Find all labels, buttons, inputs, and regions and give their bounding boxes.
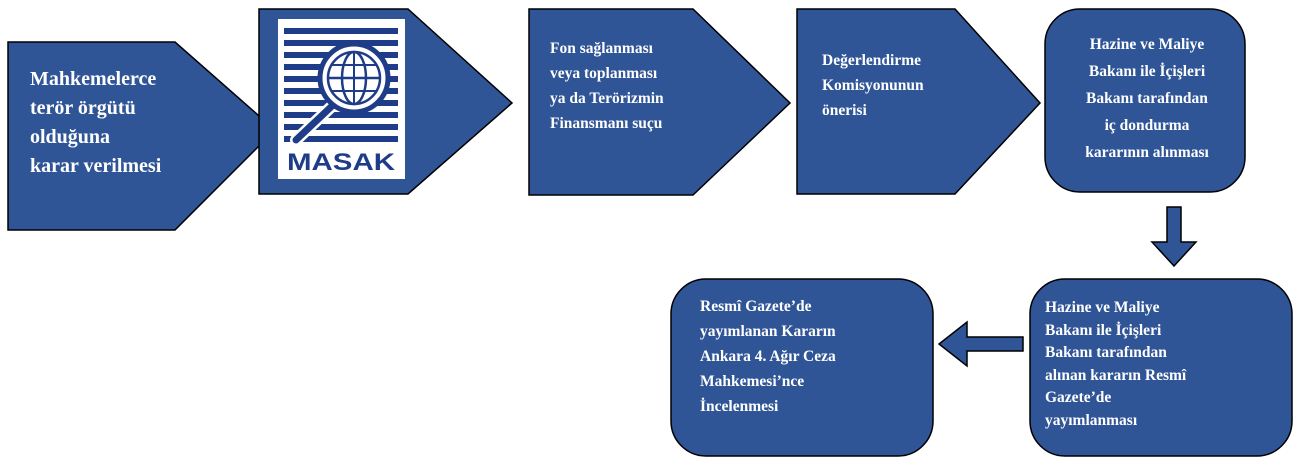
step-court-ruling-label: Mahkemelerce terör örgütü olduğuna karar… xyxy=(30,68,162,177)
step-court-review-shape xyxy=(670,278,934,457)
step-freeze-decision-shape xyxy=(1044,8,1246,193)
masak-logo: MASAK xyxy=(278,19,405,179)
step-freeze-decision-label: Hazine ve Maliye Bakanı ile İçişleri Bak… xyxy=(1085,36,1209,161)
down-arrow-icon xyxy=(1150,206,1198,268)
step-commission-proposal-label: Değerlendirme Komisyonunun önerisi xyxy=(822,52,924,119)
step-financing-offense-shape xyxy=(528,8,792,196)
step-gazette-publication-label: Hazine ve Maliye Bakanı ile İçişleri Bak… xyxy=(1045,299,1187,429)
magnifier-globe-icon xyxy=(290,41,391,146)
step-financing-offense-label: Fon sağlanması veya toplanması ya da Ter… xyxy=(550,40,664,132)
step-court-ruling-shape xyxy=(7,41,277,231)
left-arrow-icon xyxy=(937,320,1024,368)
step-court-review-label: Resmî Gazete’de yayımlanan Kararın Ankar… xyxy=(700,298,836,415)
step-commission-proposal-shape xyxy=(796,8,1042,195)
step-gazette-publication-shape xyxy=(1029,278,1293,457)
masak-logo-text: MASAK xyxy=(287,149,396,176)
